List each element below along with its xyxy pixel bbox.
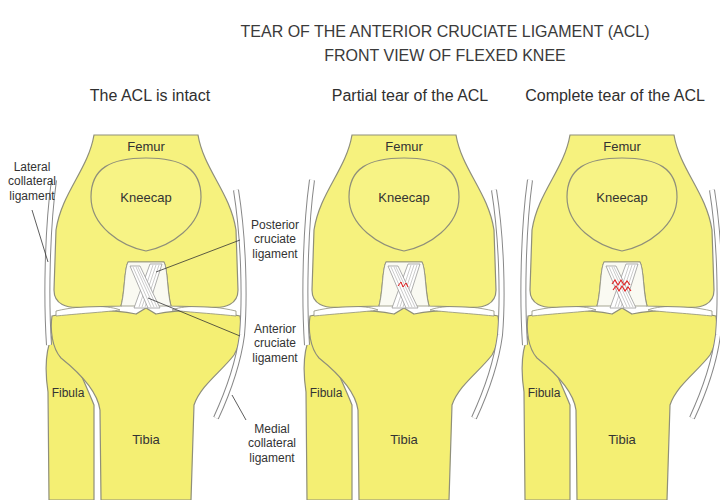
partial-tear-mark (398, 282, 408, 287)
panel-heading: Complete tear of the ACL (525, 86, 705, 105)
panel-heading: The ACL is intact (90, 86, 210, 105)
bone-label: Fibula (528, 386, 561, 400)
part-label: Anterior cruciate ligament (242, 322, 308, 365)
part-label: Posterior cruciate ligament (242, 218, 308, 261)
complete-tear-mark (613, 286, 631, 291)
bone-label: Fibula (310, 386, 343, 400)
bone-label: Femur (385, 139, 423, 155)
complete-tear-mark (612, 280, 630, 285)
bone-label: Tibia (132, 432, 160, 448)
title: TEAR OF THE ANTERIOR CRUCIATE LIGAMENT (… (225, 20, 665, 68)
bone-label: Tibia (608, 432, 636, 448)
bone-label: Femur (603, 139, 641, 155)
part-label: Lateral collateral ligament (3, 160, 61, 203)
bone-label: Kneecap (378, 190, 429, 206)
leader-lines (32, 210, 246, 420)
bone-label: Kneecap (120, 190, 171, 206)
part-label: Medial collateral ligament (239, 422, 305, 465)
bone-label: Femur (127, 139, 165, 155)
bone-label: Kneecap (596, 190, 647, 206)
panel-heading: Partial tear of the ACL (332, 86, 489, 105)
bone-label: Tibia (390, 432, 418, 448)
bone-label: Fibula (52, 386, 85, 400)
